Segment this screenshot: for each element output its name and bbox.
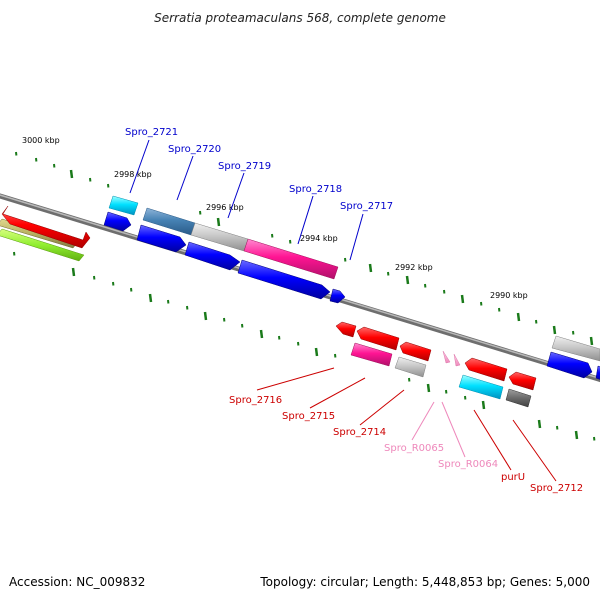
gene-label-spro-2715[interactable]: Spro_2715	[282, 411, 335, 422]
gene-spro-r0065[interactable]	[442, 350, 451, 364]
forward-strand-genes	[103, 195, 600, 381]
topology-summary: Topology: circular; Length: 5,448,853 bp…	[259, 575, 590, 589]
accession-text: Accession: NC_009832	[9, 575, 145, 589]
gene-label-spro-2719[interactable]: Spro_2719	[218, 161, 271, 172]
forward-label-leaders	[129, 139, 364, 261]
reverse-strand-genes	[335, 321, 537, 408]
gene-label-spro-r0065[interactable]: Spro_R0065	[384, 443, 444, 454]
gene-blue-2[interactable]	[184, 241, 241, 271]
scale-label-2996: 2996 kbp	[206, 203, 244, 212]
gene-spro-r0064[interactable]	[453, 353, 461, 367]
gene-spro-2714[interactable]	[394, 356, 427, 378]
gene-label-spro-2716[interactable]: Spro_2716	[229, 395, 282, 406]
gene-lime-left[interactable]	[0, 228, 85, 262]
gene-pur-u[interactable]	[458, 374, 504, 400]
scale-label-3000: 3000 kbp	[22, 136, 60, 145]
gene-label-spro-2714[interactable]: Spro_2714	[333, 427, 386, 438]
gene-red-right[interactable]	[464, 357, 508, 382]
gene-spro-2712[interactable]	[505, 388, 532, 408]
scale-label-2998: 2998 kbp	[114, 170, 152, 179]
gene-spro-2718[interactable]	[243, 238, 339, 280]
gene-label-spro-2720[interactable]: Spro_2720	[168, 144, 221, 155]
gene-red-small[interactable]	[335, 321, 357, 338]
scale-label-2994: 2994 kbp	[300, 234, 338, 243]
scale-label-2992: 2992 kbp	[395, 263, 433, 272]
gene-red-left[interactable]	[1, 205, 91, 249]
gene-label-spro-2718[interactable]: Spro_2718	[289, 184, 342, 195]
gene-label-spro-r0064[interactable]: Spro_R0064	[438, 459, 498, 470]
gene-label-pur-u[interactable]: purU	[501, 472, 525, 483]
gene-label-spro-2712[interactable]: Spro_2712	[530, 483, 583, 494]
gene-label-spro-2721[interactable]: Spro_2721	[125, 127, 178, 138]
gene-grey-right[interactable]	[551, 335, 600, 362]
scale-label-2990: 2990 kbp	[490, 291, 528, 300]
map-title: Serratia proteamaculans 568, complete ge…	[154, 11, 446, 25]
gene-blue-edge[interactable]	[595, 365, 600, 381]
gene-label-spro-2717[interactable]: Spro_2717	[340, 201, 393, 212]
gene-blue-3[interactable]	[237, 259, 331, 300]
gene-blue-1[interactable]	[136, 224, 187, 253]
gene-spro-2721b[interactable]	[103, 211, 132, 232]
outer-tick-row	[15, 151, 594, 346]
gene-spro-2721[interactable]	[108, 195, 139, 216]
gene-red-right2[interactable]	[508, 371, 537, 391]
reverse-label-leaders	[256, 367, 557, 482]
left-edge-features	[0, 205, 91, 262]
gene-red-mid2[interactable]	[399, 341, 432, 362]
inner-tick-row	[13, 251, 596, 441]
gene-red-mid[interactable]	[356, 326, 400, 351]
gene-spro-2717[interactable]	[329, 288, 346, 304]
gene-spro-2716[interactable]	[350, 342, 393, 367]
gene-blue-right[interactable]	[546, 351, 593, 379]
